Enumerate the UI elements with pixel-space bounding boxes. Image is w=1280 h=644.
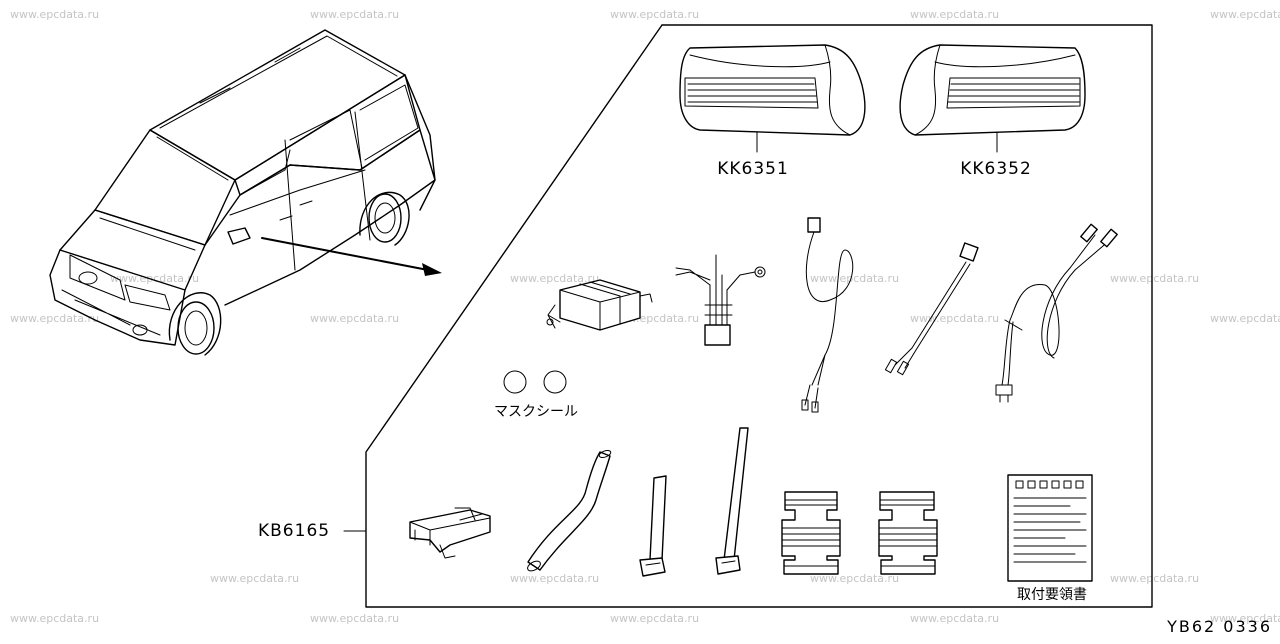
watermark-text: www.epcdata.ru	[910, 8, 999, 21]
watermark-text: www.epcdata.ru	[1210, 8, 1280, 21]
watermark-text: www.epcdata.ru	[910, 312, 999, 325]
watermark-text: www.epcdata.ru	[1110, 572, 1199, 585]
watermark-layer: www.epcdata.ru www.epcdata.ru www.epcdata.…	[10, 8, 1280, 625]
instruction-manual	[1007, 474, 1093, 582]
watermark-text: www.epcdata.ru	[210, 572, 299, 585]
sensor-cable-2	[884, 242, 979, 376]
kit-part-number: KB6165	[258, 521, 330, 541]
watermark-text: www.epcdata.ru	[510, 572, 599, 585]
part-number-right-mirror: KK6352	[960, 159, 1032, 179]
part-number-left-mirror: KK6351	[717, 159, 789, 179]
van-illustration	[49, 29, 442, 356]
mirror-cover-left	[679, 44, 866, 153]
watermark-text: www.epcdata.ru	[1110, 272, 1199, 285]
reference-code: YB62 0336	[1166, 617, 1272, 636]
watermark-text: www.epcdata.ru	[610, 612, 699, 625]
mask-seal-label: マスクシール	[494, 404, 578, 420]
instruction-manual-label: 取付要領書	[1017, 586, 1087, 603]
protective-tube	[527, 450, 612, 572]
grommet-2	[878, 491, 938, 575]
watermark-text: www.epcdata.ru	[1210, 312, 1280, 325]
control-module	[546, 279, 653, 331]
watermark-text: www.epcdata.ru	[10, 8, 99, 21]
watermark-text: www.epcdata.ru	[1210, 612, 1280, 625]
watermark-text: www.epcdata.ru	[10, 612, 99, 625]
watermark-text: www.epcdata.ru	[610, 8, 699, 21]
watermark-text: www.epcdata.ru	[310, 8, 399, 21]
cable-tie-short	[639, 475, 667, 577]
cable-tie-long	[715, 427, 749, 575]
watermark-text: www.epcdata.ru	[510, 272, 599, 285]
mask-seal-1	[503, 370, 527, 394]
grommet-1	[781, 491, 841, 575]
watermark-text: www.epcdata.ru	[110, 272, 199, 285]
callout-frame	[365, 24, 1153, 608]
bracket-clip	[409, 507, 491, 559]
watermark-text: www.epcdata.ru	[810, 272, 899, 285]
sensor-cable-1	[801, 217, 854, 413]
sensor-cable-3	[995, 223, 1118, 403]
watermark-text: www.epcdata.ru	[10, 312, 99, 325]
watermark-text: www.epcdata.ru	[310, 312, 399, 325]
mirror-cover-right	[899, 44, 1086, 153]
mask-seal-2	[543, 370, 567, 394]
wire-harness-connector	[675, 254, 766, 346]
watermark-text: www.epcdata.ru	[810, 572, 899, 585]
watermark-text: www.epcdata.ru	[910, 612, 999, 625]
watermark-text: www.epcdata.ru	[310, 612, 399, 625]
